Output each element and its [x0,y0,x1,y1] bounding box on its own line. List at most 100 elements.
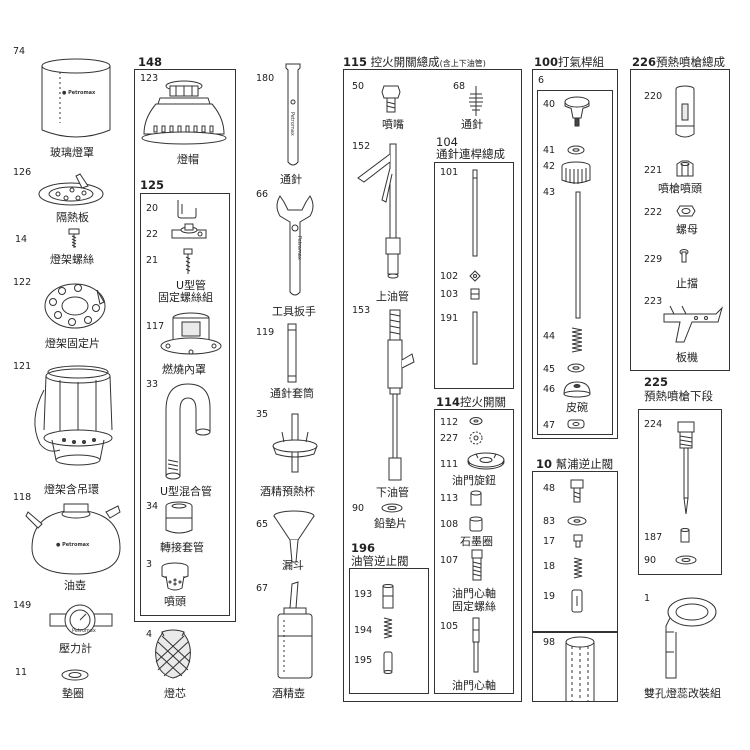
part-98-number: 98 [543,637,556,648]
u-mixing-tube-illustration [165,383,211,480]
pump-spring-illustration [571,327,583,353]
part-35-number: 35 [256,409,269,420]
group-104-frame [434,162,514,389]
valve-bushing-illustration [470,490,482,506]
part-152-number: 152 [352,141,371,152]
group-114-header: 114控火開關 [436,395,507,409]
part-66-number: 66 [256,189,269,200]
part-50-number: 50 [352,81,365,92]
part-220-number: 220 [644,91,663,102]
part-14-label: 燈架螺絲 [50,253,94,266]
part-11-label: 墊圈 [62,687,84,700]
part-112-number: 112 [440,417,459,428]
pump-cap-illustration [561,161,591,184]
part-47-number: 47 [543,420,556,431]
part-111-label: 油門旋鈕 [452,474,496,487]
upper-fuel-tube-illustration [357,143,401,279]
group-104-num: 104 [436,135,458,149]
pump-washer-illustration [567,145,585,155]
washer-illustration [61,669,89,681]
part-74-number: 74 [13,46,26,57]
pump-cylinder-illustration [565,636,595,702]
part-4-label: 燈芯 [164,687,186,700]
pump-rod-subframe [537,90,613,435]
part-119-number: 119 [256,327,275,338]
nozzle-head-illustration [161,562,189,591]
part-105-label: 油門心軸 [452,679,496,692]
group-225-num: 225 [644,375,669,389]
part-229-number: 229 [644,254,663,265]
rod-lower-illustration [472,311,478,365]
part-67-label: 酒精壺 [272,687,305,700]
part-34-number: 34 [146,501,159,512]
check-valve-pin-illustration [383,651,393,674]
fuel-tank-illustration: ● Petromax [25,503,121,575]
check-valve-body-illustration [382,584,394,609]
part-42-number: 42 [543,161,556,172]
alcohol-bottle-illustration [277,581,313,679]
check-valve-body-pump-illustration [571,589,583,613]
part-122-label: 燈架固定片 [45,337,100,350]
lamp-frame-illustration [34,365,113,466]
leather-cup-illustration [563,381,591,398]
valve-knob-illustration [467,452,505,470]
double-mantle-kit-illustration [665,597,717,679]
torch-washer-illustration [675,555,697,565]
part-187-number: 187 [644,532,663,543]
part-68-number: 68 [453,81,466,92]
lamp-hood-illustration [141,80,227,145]
rod-nut-illustration [470,288,480,300]
alcohol-preheat-cup-illustration [272,413,318,473]
part-118-number: 118 [13,492,32,503]
part-123-number: 123 [140,73,159,84]
part-107-label-1: 油門心軸 [452,587,496,600]
part-43-number: 43 [543,187,556,198]
part-222-number: 222 [644,207,663,218]
group-10-header: 10 幫浦逆止閥 [536,457,614,471]
needle-tool-illustration: Petromax [285,63,301,166]
mantle-illustration [155,629,191,679]
group-98-frame [532,632,618,702]
valve-stem-illustration [472,617,480,673]
needle-sleeve-illustration [287,323,297,383]
part-107-label-2: 固定螺絲 [452,600,496,613]
part-153-number: 153 [352,305,371,316]
part-107-number: 107 [440,555,459,566]
check-valve-spring-pump-illustration [573,557,583,579]
part-17-number: 17 [543,536,556,547]
group-226-frame [630,69,730,371]
group-196-num: 196 [351,541,376,555]
group-10-frame [532,471,618,632]
part-21-label-2: 固定螺絲組 [158,291,213,304]
part-6-number: 6 [538,75,545,86]
torch-nozzle-illustration [676,160,694,177]
pump-rod-illustration [575,191,581,319]
part-67-number: 67 [256,583,269,594]
part-21-number: 21 [146,255,159,266]
pump-small-washer-illustration [567,363,585,373]
frame-plate-illustration [44,283,106,329]
part-14-number: 14 [15,234,28,245]
part-83-number: 83 [543,516,556,527]
svg-text:● Petromax: ● Petromax [56,542,90,548]
svg-text:● Petromax: ● Petromax [62,90,96,96]
part-229-label: 止擋 [676,277,698,290]
group-100-frame [532,69,618,439]
part-101-number: 101 [440,167,459,178]
part-194-number: 194 [354,625,373,636]
torch-lower-tube-illustration [677,421,695,515]
group-225-frame [638,409,722,575]
group-226-header: 226預熱噴槍總成 [632,55,726,69]
part-195-number: 195 [354,655,373,666]
u-tube-bracket-illustration [177,200,197,219]
part-149-label: 壓力計 [59,642,92,655]
lead-washer-illustration [381,503,403,513]
part-121-label: 燈架含吊環 [44,483,99,496]
part-65-label: 漏斗 [282,559,304,572]
check-valve-washer-illustration [567,516,587,526]
part-74-label: 玻璃燈罩 [50,146,94,159]
check-valve-seat-illustration [573,534,583,548]
part-1-label: 雙孔燈蕊改裝組 [644,687,721,700]
part-66-label: 工具扳手 [272,305,316,318]
group-225-label: 預熱噴槍下段 [644,389,713,403]
